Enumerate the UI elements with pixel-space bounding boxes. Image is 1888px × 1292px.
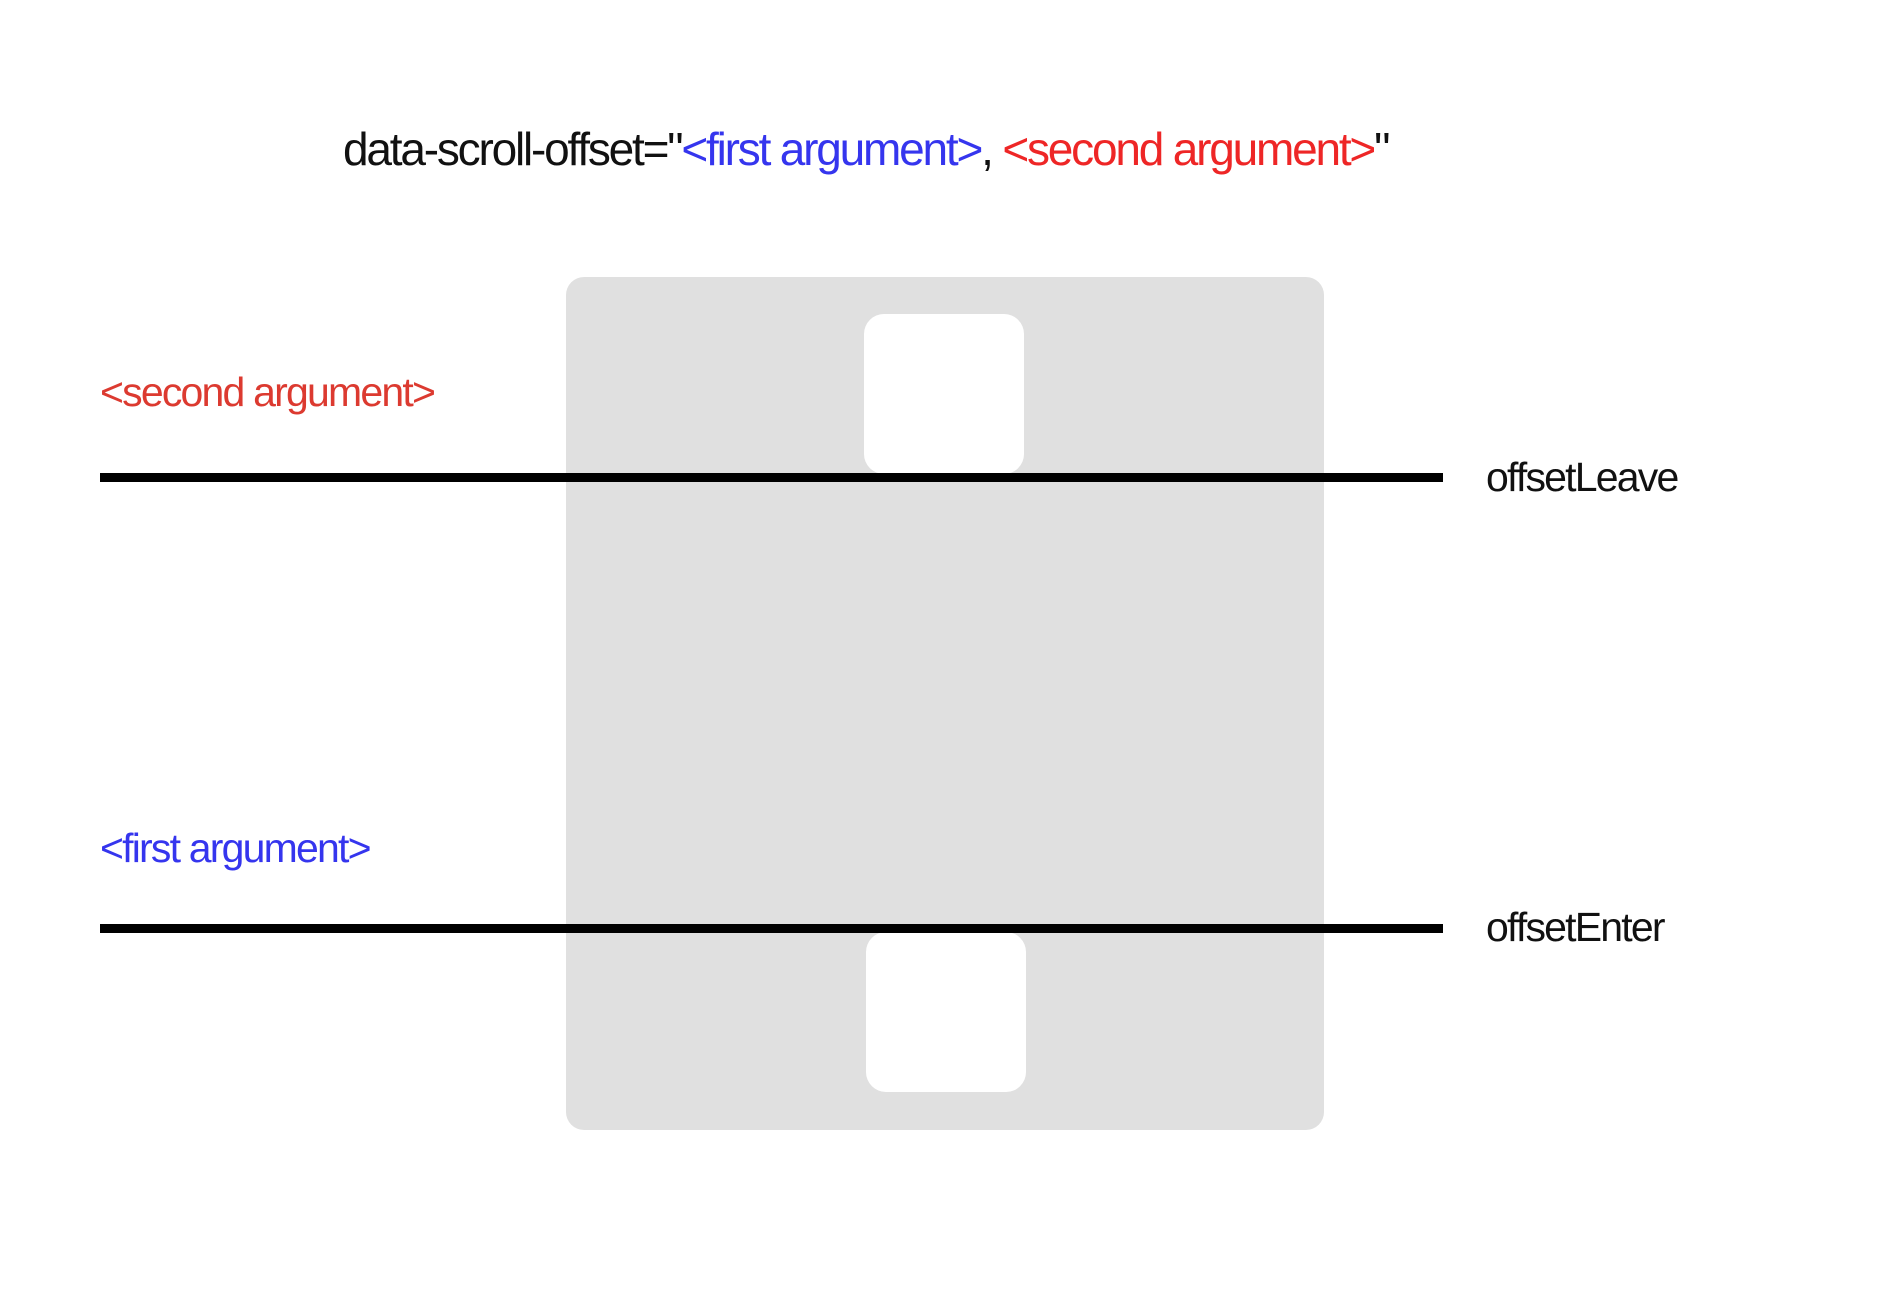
element-box-top: [864, 314, 1024, 474]
second-argument-label: <second argument>: [100, 369, 436, 415]
offset-leave-line: [100, 473, 1443, 482]
offset-enter-line: [100, 924, 1443, 933]
title-second-argument: <second argument>: [1002, 123, 1376, 175]
first-argument-label: <first argument>: [100, 825, 372, 871]
offset-leave-label: offsetLeave: [1486, 454, 1679, 500]
offset-enter-label: offsetEnter: [1486, 904, 1666, 950]
title-suffix: ": [1374, 123, 1390, 175]
title-separator: ,: [981, 123, 1003, 175]
offset-attribute-title: data-scroll-offset="<first argument>, <s…: [343, 121, 1390, 177]
element-box-bottom: [866, 932, 1026, 1092]
title-first-argument: <first argument>: [681, 123, 983, 175]
title-prefix: data-scroll-offset=": [343, 123, 684, 175]
